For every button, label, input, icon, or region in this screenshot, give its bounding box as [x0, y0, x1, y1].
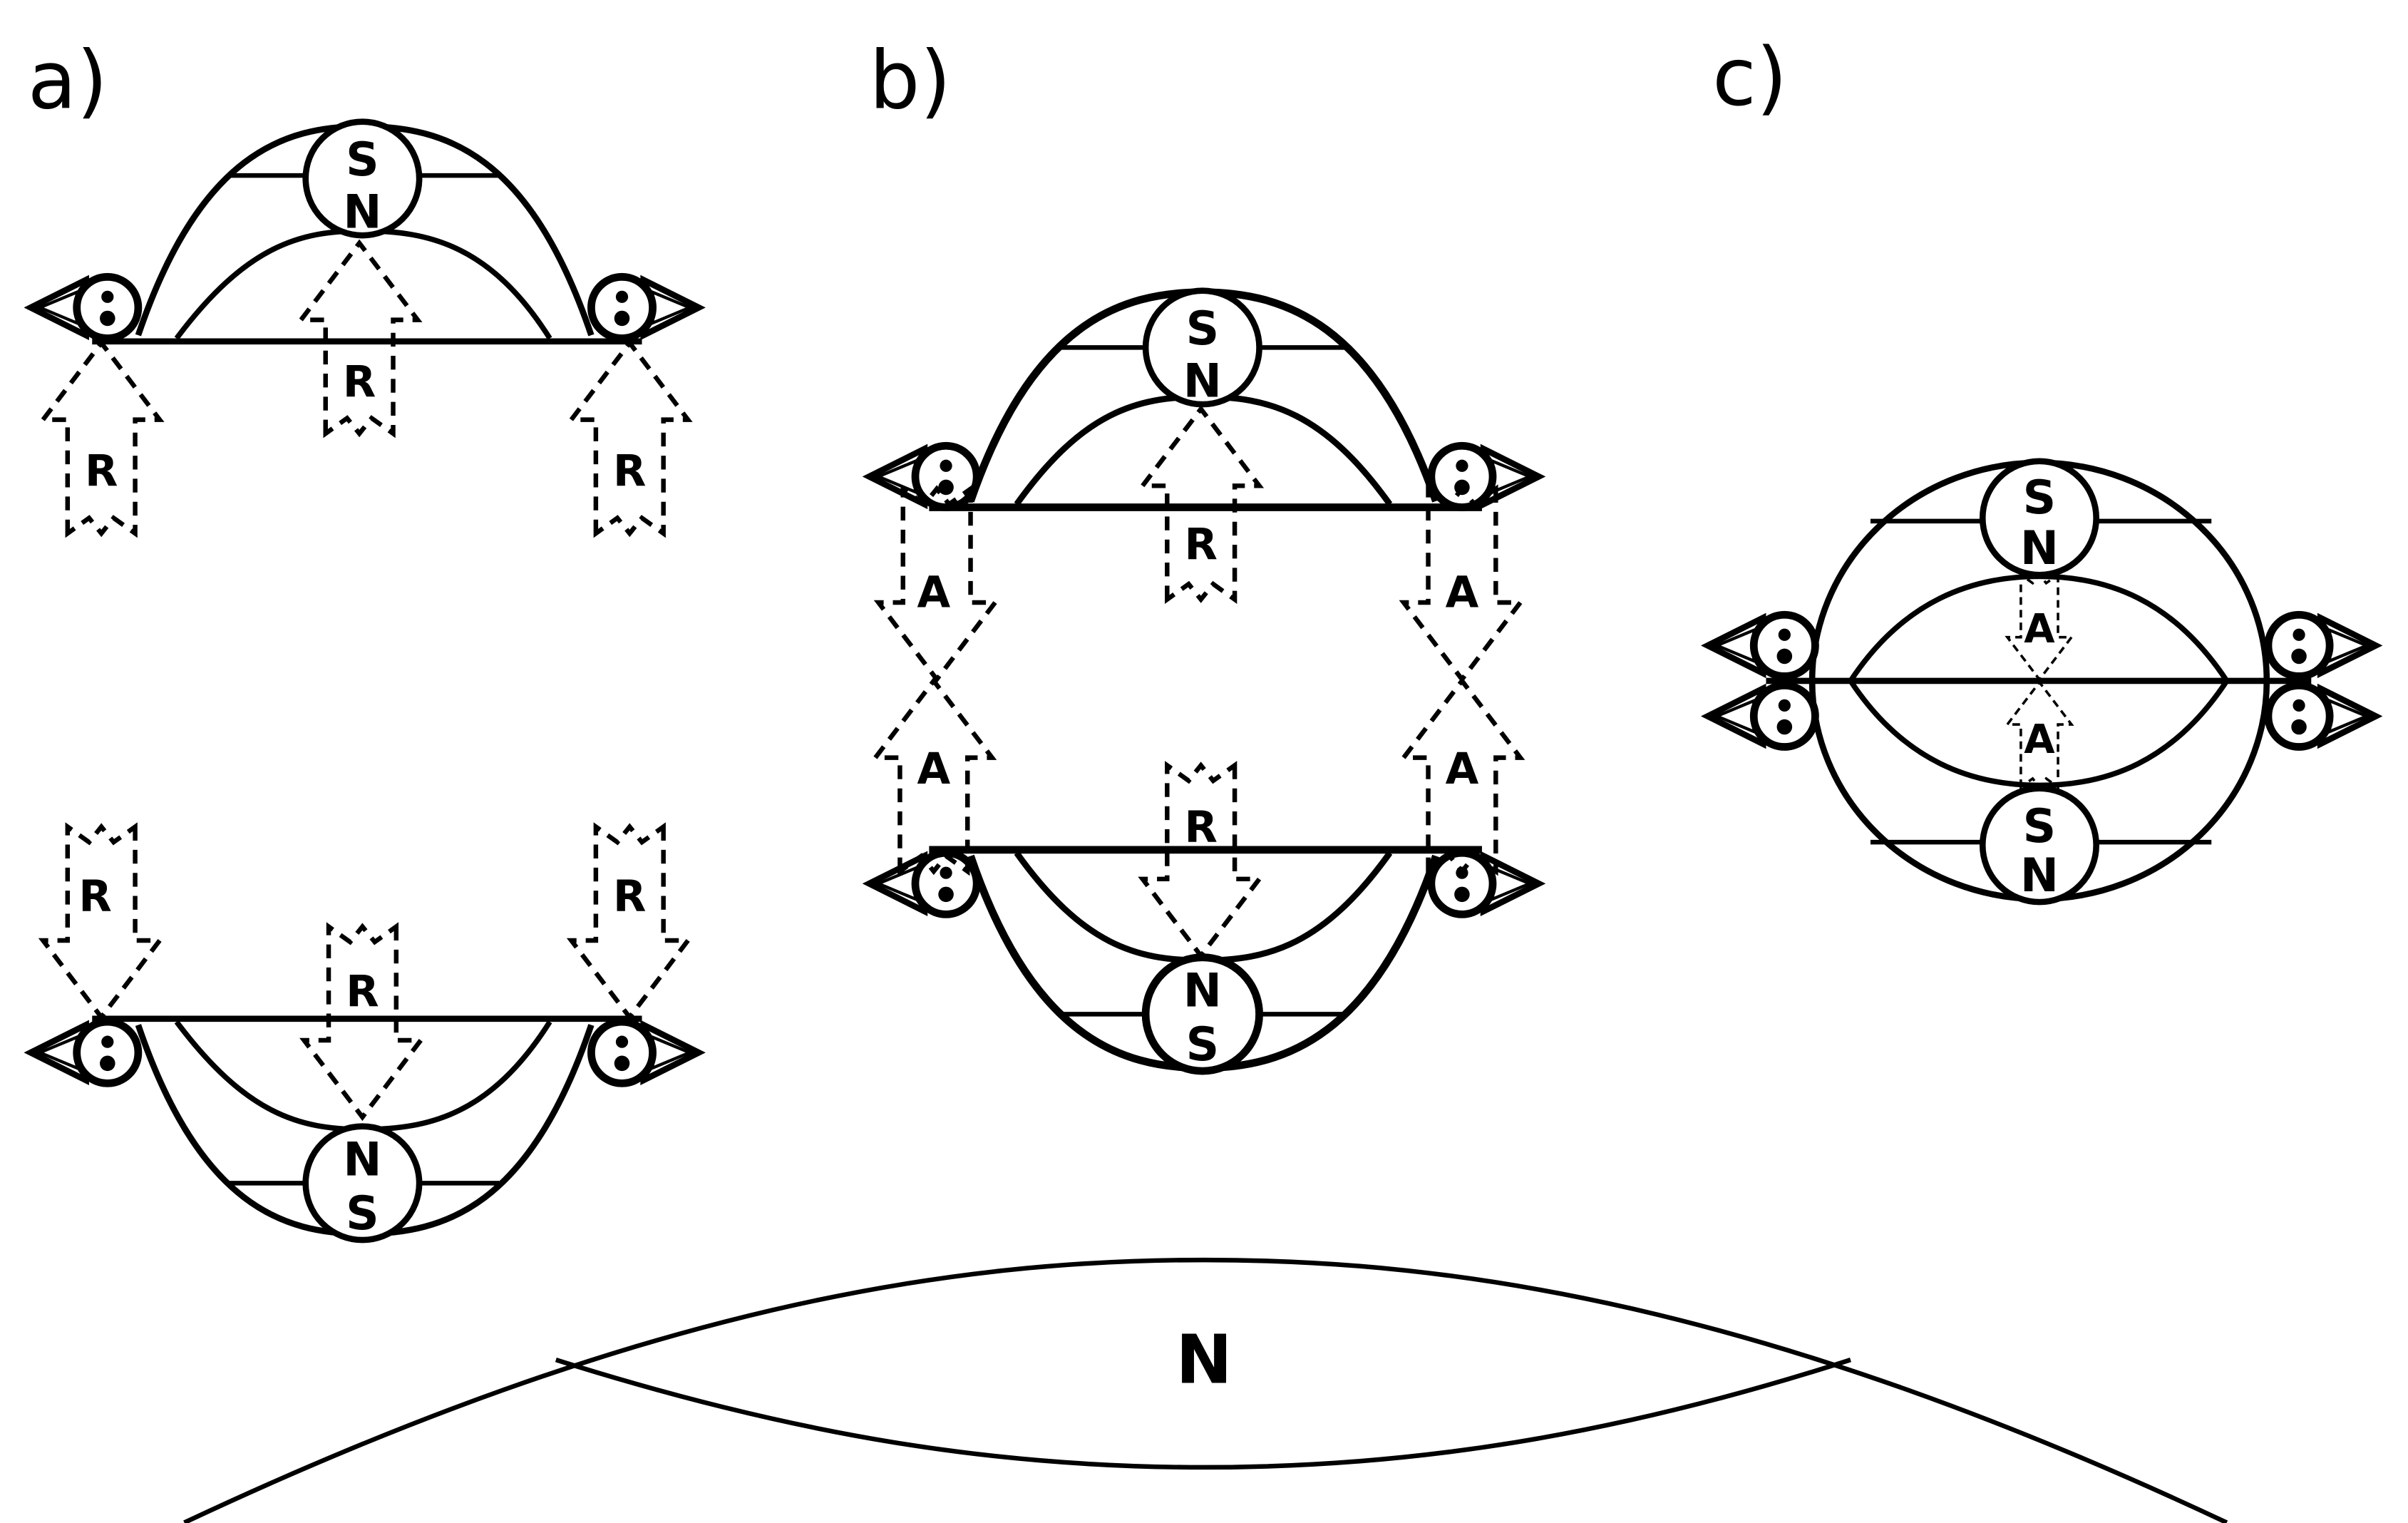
panel-b-top-pole-lower: N: [1183, 354, 1222, 408]
earth-pole-label: N: [1175, 1321, 1232, 1399]
panel-c-arrows: A A: [2006, 573, 2073, 789]
panel-a-top-pole-lower: N: [343, 185, 381, 239]
panel-a-bottom-arrows: R R R: [43, 827, 688, 1117]
panel-b-label: b): [869, 34, 951, 127]
panel-b-bottom-right-piece: [1431, 853, 1539, 914]
panel-a-arrow-1: [43, 343, 160, 533]
panel-a-arrow-4: [43, 827, 160, 1017]
panel-a-bottom-pole-lower: S: [346, 1187, 379, 1241]
panel-b-top-pole-upper: S: [1186, 302, 1220, 356]
panel-a-arrow-5: [304, 927, 421, 1117]
panel-b-arrow-3-label: A: [1446, 568, 1479, 617]
panel-b-arrow-5-label: R: [1184, 803, 1217, 853]
panel-b-top-left-piece: [869, 446, 977, 507]
panel-a-arrow-5-label: R: [346, 968, 379, 1017]
panel-c-right-piece-lower: [2268, 685, 2376, 747]
panel-c-top-pole-lower: N: [2020, 522, 2059, 575]
panel-b-arrow-1-label: A: [917, 568, 950, 617]
panel-c-bottom-pole-lower: N: [2020, 849, 2059, 903]
panel-a-bottom-left-piece: [31, 1022, 138, 1083]
panel-a-bottom-magnet: N S: [31, 1015, 699, 1243]
panel-c-arrow-1-label: A: [2024, 606, 2055, 652]
panel-a-bottom-right-piece: [591, 1022, 699, 1083]
panel-a-label: a): [28, 34, 108, 127]
panel-a-top-arrows: R R R: [43, 243, 688, 533]
panel-a-arrow-2-label: R: [343, 357, 376, 407]
panel-b-top-magnet: S N: [869, 287, 1539, 508]
panel-a-bottom-pole-upper: N: [343, 1134, 381, 1187]
earth-globe: N: [183, 1257, 2228, 1523]
panel-a-arrow-3: [571, 343, 688, 533]
panel-a-top-left-piece: [31, 277, 138, 338]
panel-c-left-piece-lower: [1708, 685, 1816, 747]
panel-b-bottom-arrows: A R A: [875, 681, 1521, 956]
panel-a-arrow-6-label: R: [613, 872, 646, 922]
panel-b-arrow-2-label: R: [1184, 521, 1217, 570]
panel-a-arrow-3-label: R: [613, 446, 646, 496]
panel-c-label: c): [1712, 31, 1787, 124]
panel-b-top-right-piece: [1431, 446, 1539, 507]
panel-c-top-pole-upper: S: [2023, 471, 2057, 525]
panel-b-bottom-left-piece: [869, 853, 977, 914]
panel-c-bottom-pole-upper: S: [2023, 800, 2057, 853]
panel-b-top-arrows: A R A: [878, 409, 1521, 680]
panel-b-bottom-pole-lower: S: [1186, 1018, 1220, 1072]
panel-a: a) S N R R R: [28, 34, 699, 1243]
panel-c-magnet-pair: S N S N: [1708, 458, 2376, 906]
panel-b-arrow-5: [1143, 765, 1260, 955]
panel-a-arrow-4-label: R: [78, 872, 111, 922]
panel-c-left-piece-upper: [1708, 615, 1816, 676]
panel-a-top-right-piece: [591, 277, 699, 338]
panel-b-arrow-6-label: A: [1446, 744, 1479, 794]
panel-a-top-pole-upper: S: [346, 133, 379, 187]
panel-a-arrow-1-label: R: [85, 446, 118, 496]
panel-c-right-piece-upper: [2268, 615, 2376, 676]
panel-a-arrow-6: [571, 827, 688, 1017]
panel-a-top-magnet: S N: [31, 118, 699, 345]
panel-b-bottom-pole-upper: N: [1183, 965, 1222, 1018]
panel-b-bottom-magnet: N S: [869, 846, 1539, 1075]
panel-b: b) S N A R A: [869, 34, 1539, 1075]
panel-c: c) S N S N A: [1708, 31, 2376, 906]
panel-c-arrow-2-label: A: [2024, 717, 2055, 763]
panel-b-arrow-4-label: A: [917, 744, 950, 794]
